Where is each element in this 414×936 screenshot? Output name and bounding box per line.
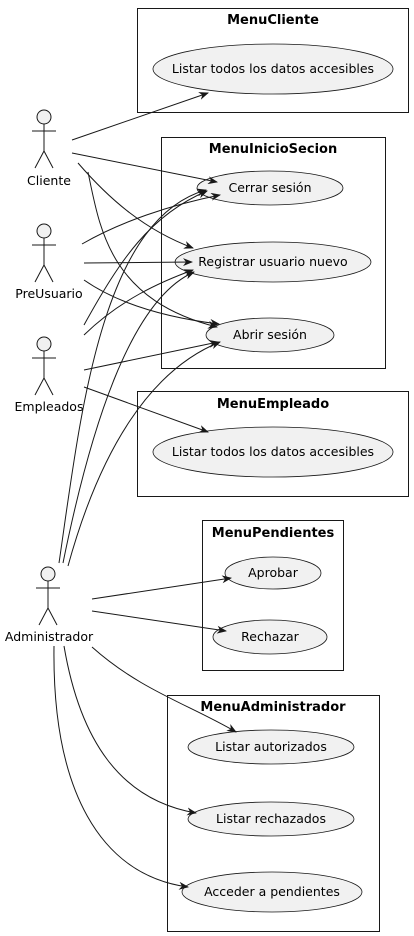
use-case-listar-rechazados: Listar rechazados [187, 801, 355, 837]
edge-administrador-cerrar-sesion [58, 188, 207, 564]
use-case-label: Listar autorizados [215, 739, 327, 754]
use-case-label: Acceder a pendientes [204, 884, 340, 899]
edge-administrador-listar-rechazados [63, 645, 197, 816]
edge-empleados-listar [83, 386, 209, 433]
edge-cliente-listar [71, 92, 209, 141]
use-case-label: Listar rechazados [216, 811, 326, 826]
actor-label-preusuario: PreUsuario [15, 286, 82, 301]
use-case-label: Rechazar [241, 629, 299, 644]
edge-empleados-registrar [83, 269, 194, 336]
use-case-label: Abrir sesión [233, 327, 307, 342]
actor-administrador: Administrador [5, 566, 94, 644]
actor-preusuario: PreUsuario [15, 223, 83, 301]
associations [53, 92, 237, 890]
package-title-menu-inicio-secion: MenuInicioSecion [209, 142, 337, 157]
use-case-label: Aprobar [248, 565, 299, 580]
use-case-cliente-listar-datos: Listar todos los datos accesibles [152, 43, 394, 95]
use-case-empleado-listar-datos: Listar todos los datos accesibles [152, 426, 394, 478]
edge-cliente-abrir-sesion [87, 171, 218, 329]
package-title-menu-pendientes: MenuPendientes [212, 526, 335, 541]
edge-administrador-acceder-pendientes [53, 645, 189, 890]
edge-administrador-listar-autorizados [91, 646, 237, 733]
edge-preusuario-registrar [83, 258, 193, 267]
actor-label-cliente: Cliente [27, 173, 71, 188]
use-case-registrar-usuario: Registrar usuario nuevo [174, 241, 372, 283]
actor-cliente: Cliente [27, 109, 71, 188]
actor-empleados: Empleados [15, 336, 84, 414]
package-title-menu-cliente: MenuCliente [227, 13, 319, 28]
use-case-label: Listar todos los datos accesibles [172, 444, 374, 459]
use-case-label: Registrar usuario nuevo [198, 254, 347, 269]
edge-preusuario-cerrar-sesion [81, 192, 221, 245]
edge-empleados-abrir-sesion [83, 339, 219, 371]
edge-preusuario-abrir-sesion [83, 279, 220, 327]
actor-label-administrador: Administrador [5, 629, 94, 644]
use-case-listar-autorizados: Listar autorizados [187, 729, 355, 765]
use-case-label: Listar todos los datos accesibles [172, 61, 374, 76]
edge-administrador-aprobar [91, 575, 232, 600]
package-title-menu-administrador: MenuAdministrador [200, 700, 346, 715]
edge-administrador-registrar [62, 271, 195, 564]
edge-administrador-rechazar [91, 610, 227, 634]
use-case-abrir-sesion: Abrir sesión [205, 317, 335, 353]
use-case-label: Cerrar sesión [228, 180, 311, 195]
actor-label-empleados: Empleados [15, 399, 84, 414]
edge-administrador-abrir-sesion [67, 341, 221, 567]
edge-cliente-registrar [77, 162, 194, 249]
edge-empleados-cerrar-sesion [83, 190, 208, 326]
use-case-acceder-pendientes: Acceder a pendientes [181, 871, 363, 913]
use-case-aprobar: Aprobar [224, 556, 322, 590]
use-case-rechazar: Rechazar [212, 619, 328, 655]
use-case-cerrar-sesion: Cerrar sesión [196, 170, 344, 206]
package-title-menu-empleado: MenuEmpleado [217, 397, 329, 412]
edge-cliente-cerrar-sesion [71, 152, 218, 185]
